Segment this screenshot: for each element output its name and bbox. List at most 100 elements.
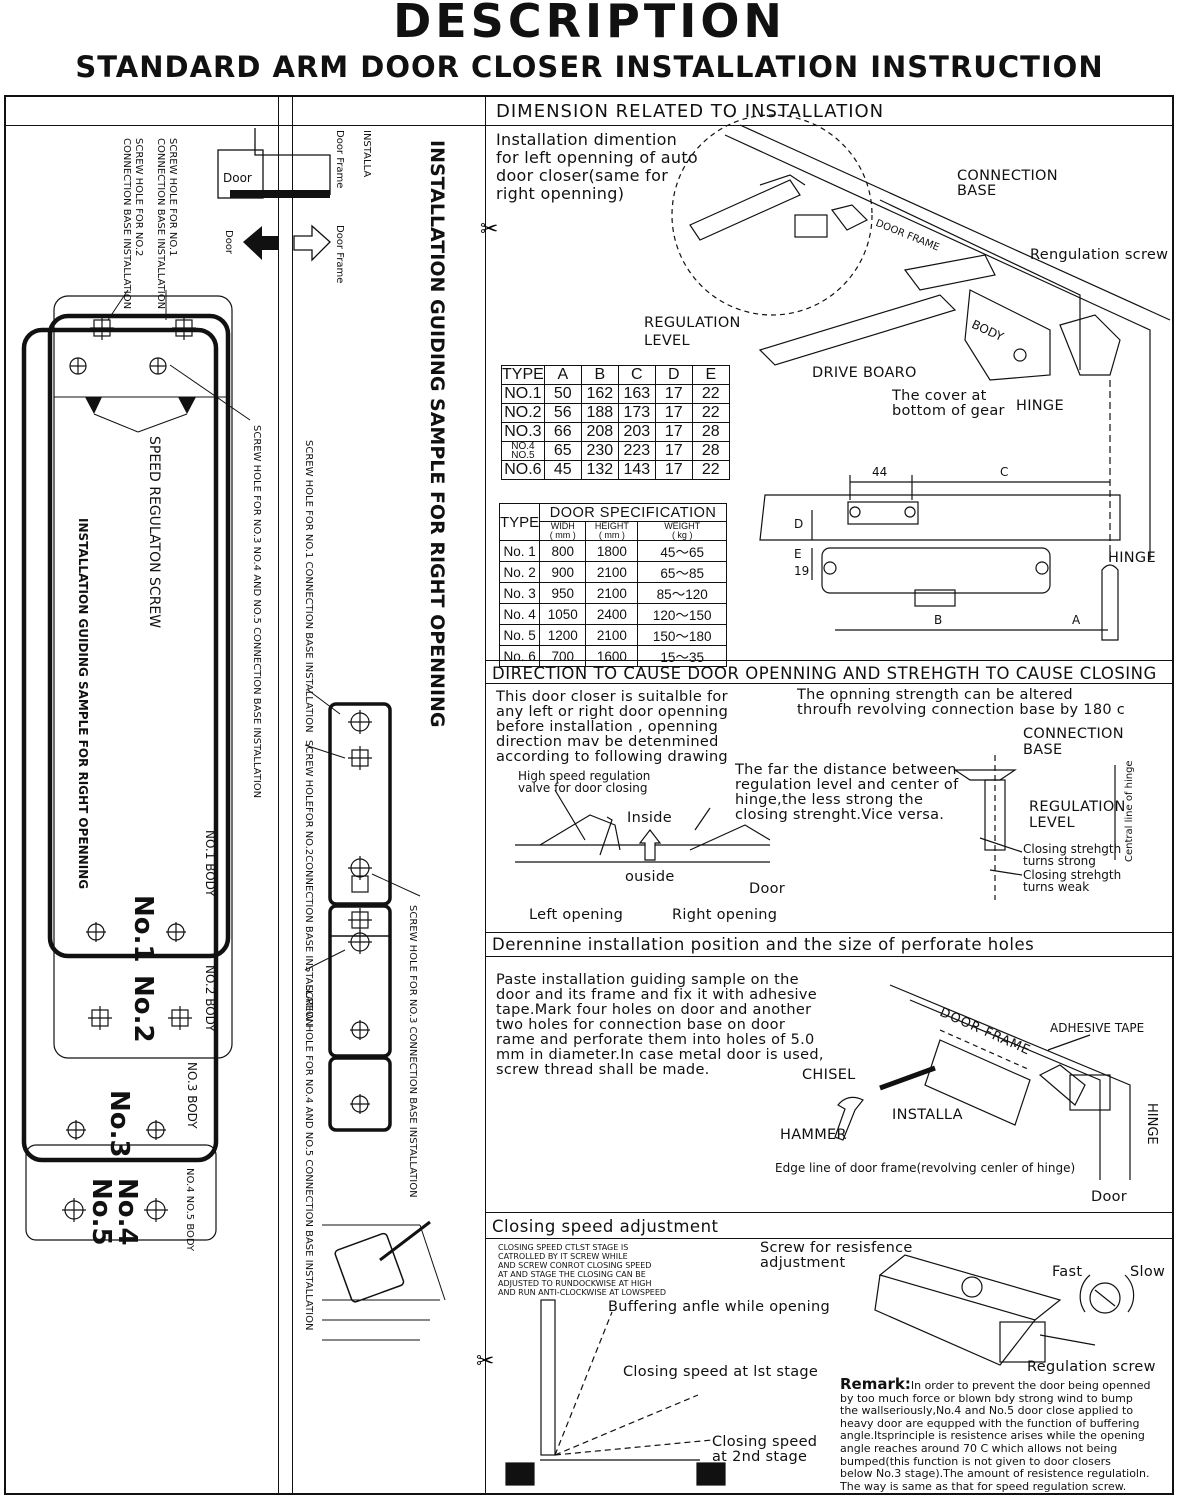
label-cover: The cover at [892,388,987,404]
label-fast: Fast [1052,1264,1083,1280]
label-screw-resistance: adjustment [760,1255,846,1271]
svg-text:✂: ✂ [476,1349,494,1374]
para-line: mm in diameter.In case metal door is use… [496,1047,824,1063]
label-strong: Closing strehgth [1023,842,1122,856]
page-subtitle: STANDARD ARM DOOR CLOSER INSTALLATION IN… [75,50,1104,84]
label-connection-base: CONNECTION [957,168,1058,184]
label-connection-base: BASE [957,183,997,199]
label-outside: ouside [625,869,675,885]
para-line: screw thread shall be made. [496,1062,710,1078]
section-title-closing-speed: Closing speed adjustment [492,1217,719,1236]
note-line: CATROLLED BY IT SCREW WHILE [498,1252,628,1261]
divider [292,95,293,1495]
para-line: door and its frame and fix it with adhes… [496,987,817,1003]
label-hinge-2: HINGE [1108,550,1156,566]
para-line: The opnning strength can be altered [797,687,1073,703]
note-line: ADJUSTED TO RUNDOCKWISE AT HIGH [498,1279,652,1288]
para-line: The far the distance between [735,762,957,778]
section-title-position: Derennine installation position and the … [492,935,1035,954]
remark-line: In order to prevent the door being openn… [910,1379,1151,1392]
label-stage-1: Closing speed at lst stage [623,1364,819,1380]
label-door: Door [749,881,786,897]
label-cover: bottom of gear [892,403,1005,419]
svg-text:✂: ✂ [480,217,498,242]
label-regulation-level: LEVEL [1029,815,1075,831]
remark-block: Remark:In order to prevent the door bein… [840,1375,1165,1493]
label-regulation-screw: Rengulation screw [1030,247,1169,263]
label-connection-base: BASE [1023,742,1063,758]
label-hammer: HAMMER [780,1127,847,1143]
label-inside: Inside [627,810,672,826]
label-high-speed: valve for door closing [518,781,648,795]
remark-line: the wallseriously,No.4 and No.5 door clo… [840,1404,1134,1418]
label-hinge: HINGE [1016,398,1064,414]
para-line: hinge,the less strong the [735,792,924,808]
para-line: any left or right door openning [496,704,729,720]
label-installa: INSTALLA [892,1107,963,1123]
para-line: This door closer is suitalble for [496,689,728,705]
label-stage-2: Closing speed [712,1434,818,1450]
label-stage-2: at 2nd stage [712,1449,808,1465]
label-door: Door [1091,1189,1128,1205]
remark-line: The way is same as that for speed regula… [840,1479,1127,1493]
para-line: throufh revolving connection base by 180… [797,702,1126,718]
para-line: two holes for connection base on door [496,1017,786,1033]
remark-label: Remark: [840,1375,911,1393]
label-high-speed: High speed regulation [518,769,651,783]
label-regulation-level: LEVEL [644,333,690,349]
para-line: direction mav be detenmined [496,734,719,750]
label-weak: Closing strehgth [1023,868,1122,882]
label-drive-board: DRIVE BOARO [812,365,917,381]
dim-c: C [1000,465,1009,479]
door-spec-table: TYPE DOOR SPECIFICATION WIDH( mm ) HEIGH… [498,503,727,667]
remark-line: bumped(this function is not given to doo… [840,1454,1111,1468]
remark-line: angle reaches around 70 C which allows n… [840,1441,1118,1455]
dim-d: D [794,517,804,531]
label-left-opening: Left opening [529,907,624,923]
divider [4,125,486,126]
intro-line: Installation dimention [496,130,678,149]
para-line: Paste installation guiding sample on the [496,972,799,988]
note-line: CLOSING SPEED CTLST STAGE IS [498,1243,629,1252]
dim-19: 19 [794,564,810,578]
remark-line: below No.3 stage).The amount of resisten… [840,1467,1150,1481]
intro-line: door closer(same for [496,166,669,185]
note-line: AND SCREW CONROT CLOSING SPEED [498,1261,652,1270]
dim-a: A [1072,613,1081,627]
para-line: closing strenght.Vice versa. [735,807,945,823]
para-line: before installation , openning [496,719,718,735]
note-line: AT AND STAGE THE CLOSING CAN BE [498,1270,646,1279]
note-line: AND RUN ANTI-CLOCKWISE AT LOWSPEED [498,1288,667,1297]
label-slow: Slow [1130,1264,1166,1280]
dim-b: B [934,613,943,627]
dim-e: E [794,547,802,561]
para-line: regulation level and center of [735,777,959,793]
remark-line: by too much force or blown bdy strong wi… [840,1391,1133,1405]
label-door: Door [223,171,252,185]
remark-line: heavy door are equpped with the function… [840,1416,1140,1430]
label-connection-base: CONNECTION [1023,726,1124,742]
document-frame [4,95,1174,1495]
para-line: rame and perforate them into holes of 5.… [496,1032,815,1048]
label-regulation-level: REGULATION [644,315,741,331]
section-title-direction: DIRECTION TO CAUSE DOOR OPENNING AND STR… [492,664,1157,683]
label-regulation-screw: Regulation screw [1027,1359,1156,1375]
label-chisel: CHISEL [802,1067,856,1083]
label-right-opening: Right opening [672,907,778,923]
dim-44: 44 [872,465,888,479]
